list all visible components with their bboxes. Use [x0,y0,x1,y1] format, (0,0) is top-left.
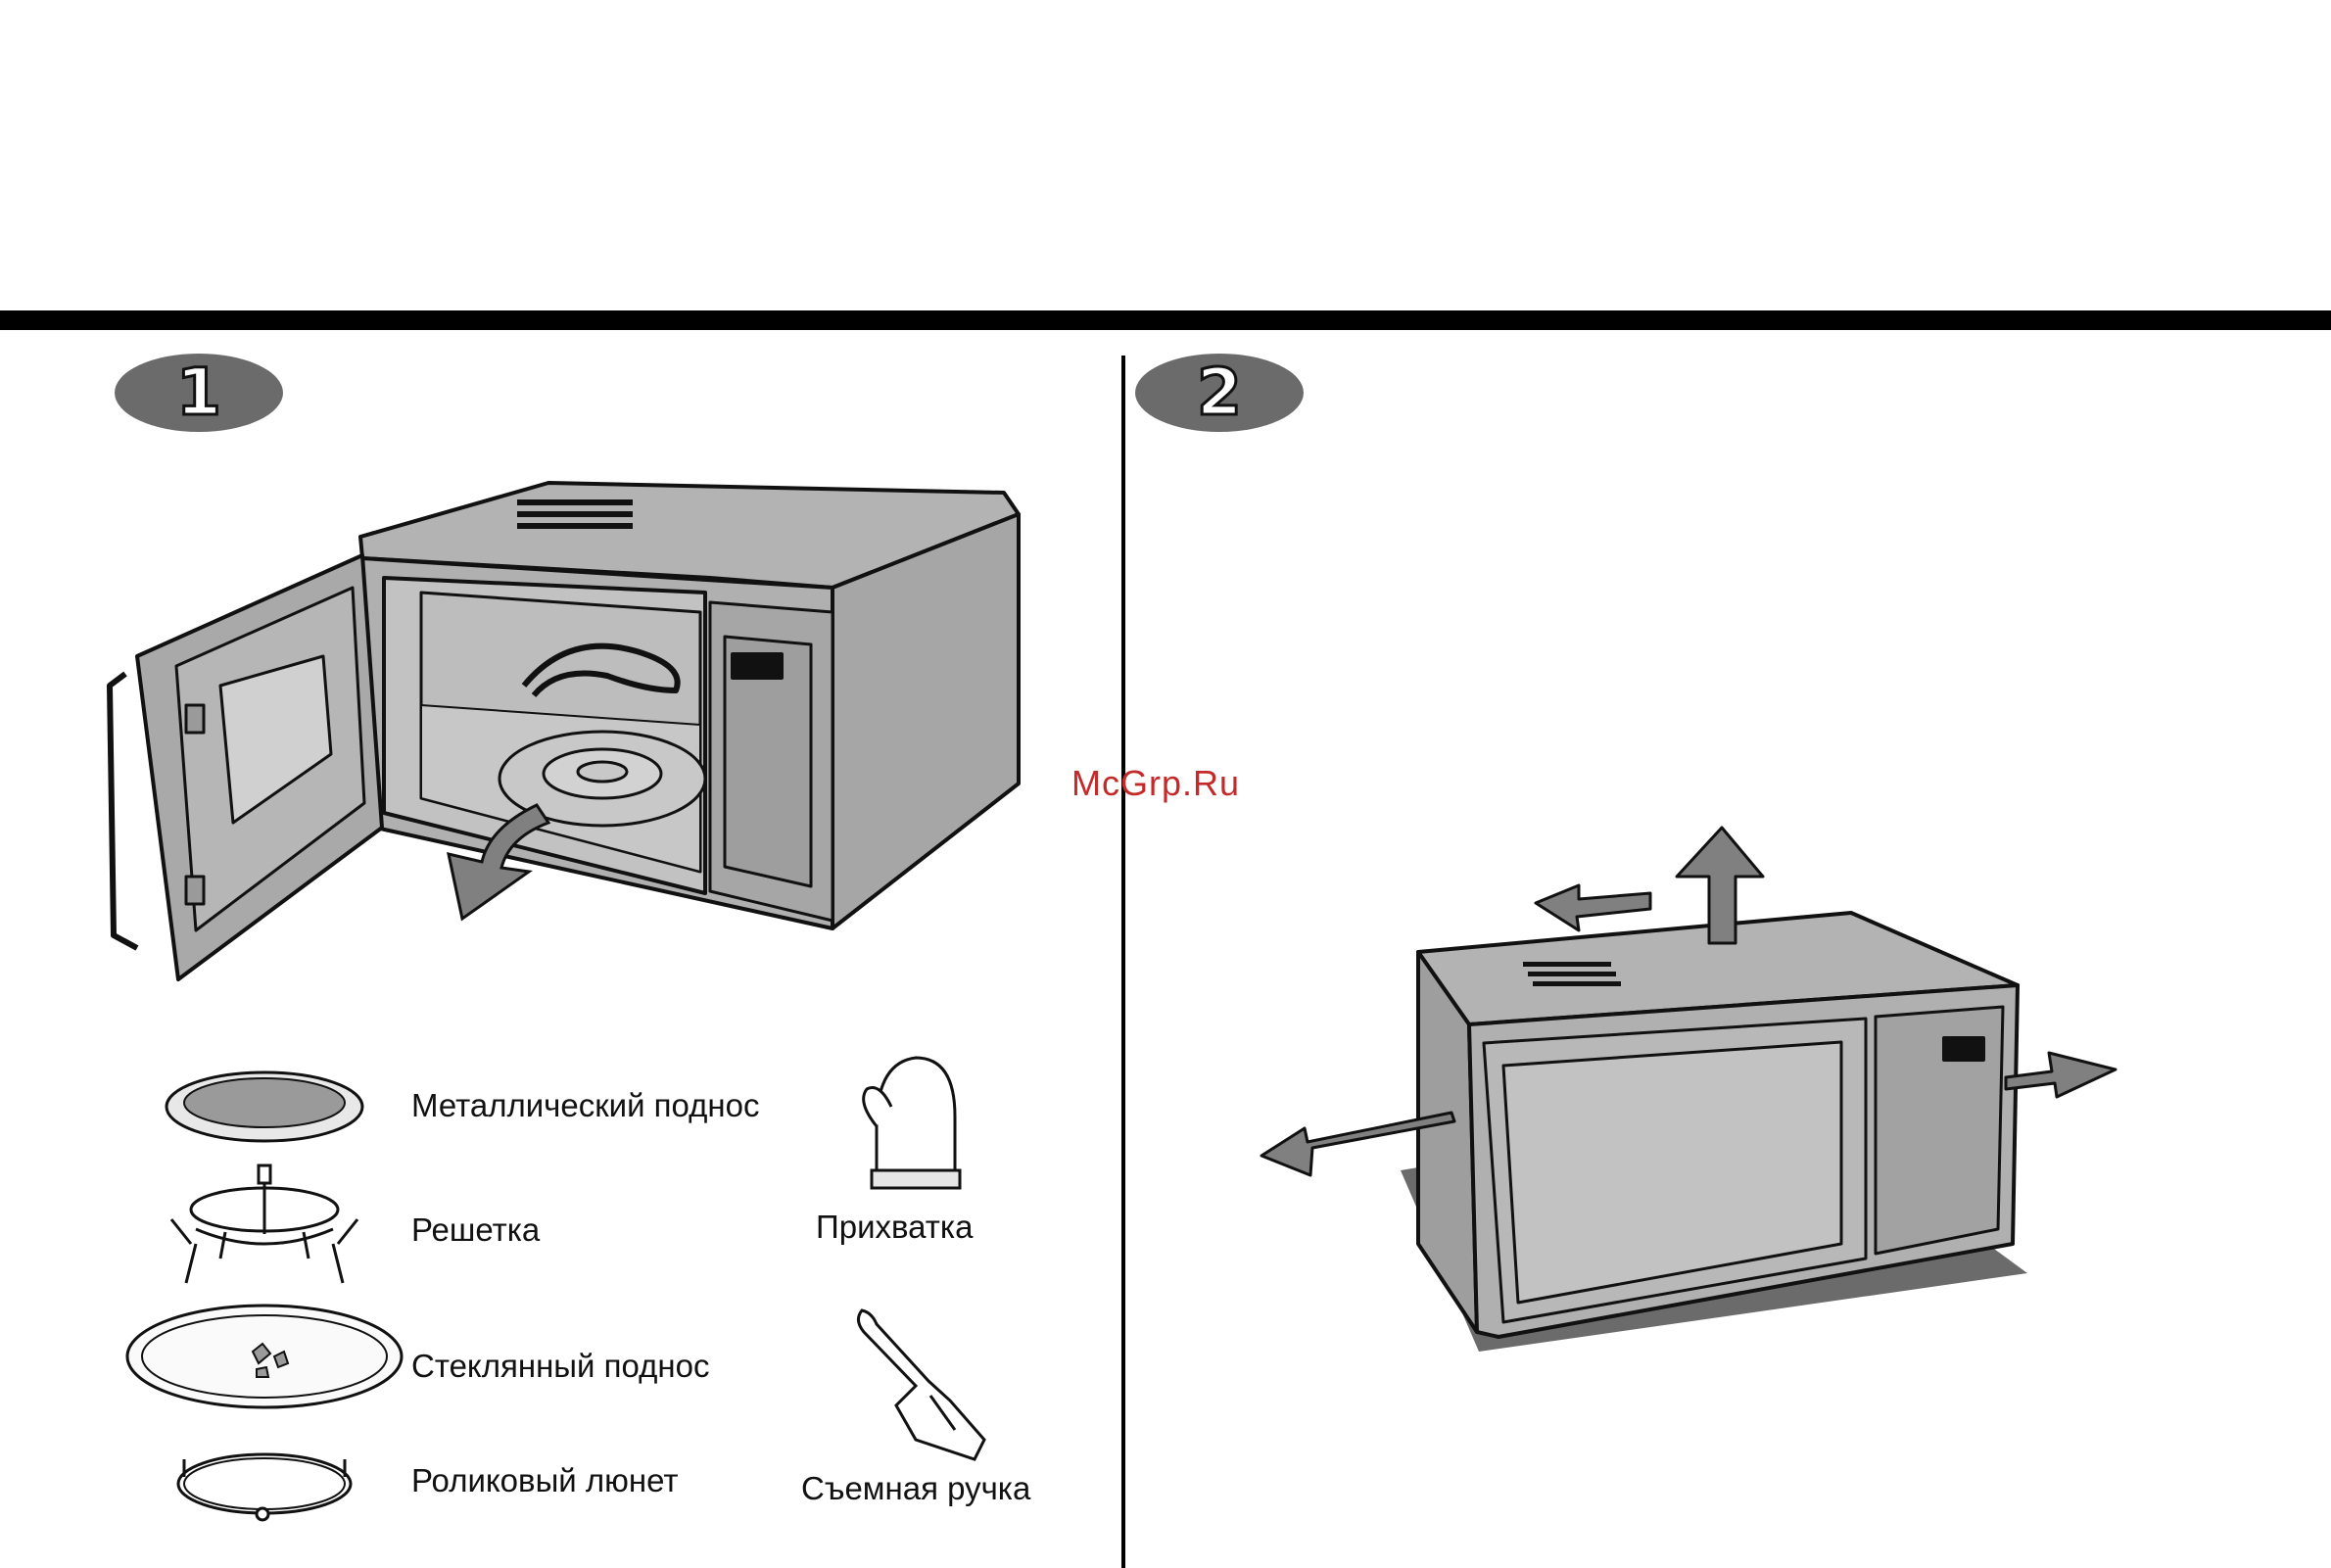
arrow-back [1536,885,1650,930]
roller-ring-icon [178,1454,351,1520]
step-1-number: 1 [111,351,287,435]
glass-tray-label: Стеклянный поднос [411,1347,709,1386]
open-microwave-illustration [110,483,1019,979]
step-2-number: 2 [1131,351,1308,435]
roller-ring-label: Роликовый люнет [411,1461,679,1500]
removable-handle-label: Съемная ручка [801,1469,1030,1508]
metal-tray-icon [166,1072,362,1141]
glass-tray-icon [127,1306,402,1407]
rack-icon [171,1165,357,1283]
removable-handle-icon [858,1310,984,1459]
oven-mitt-label: Прихватка [816,1208,973,1247]
arrow-right [2006,1053,2116,1097]
metal-tray-label: Металлический поднос [411,1086,760,1125]
oven-mitt-icon [864,1058,960,1188]
rack-label: Решетка [411,1211,540,1250]
watermark: McGrp.Ru [1071,762,1240,805]
